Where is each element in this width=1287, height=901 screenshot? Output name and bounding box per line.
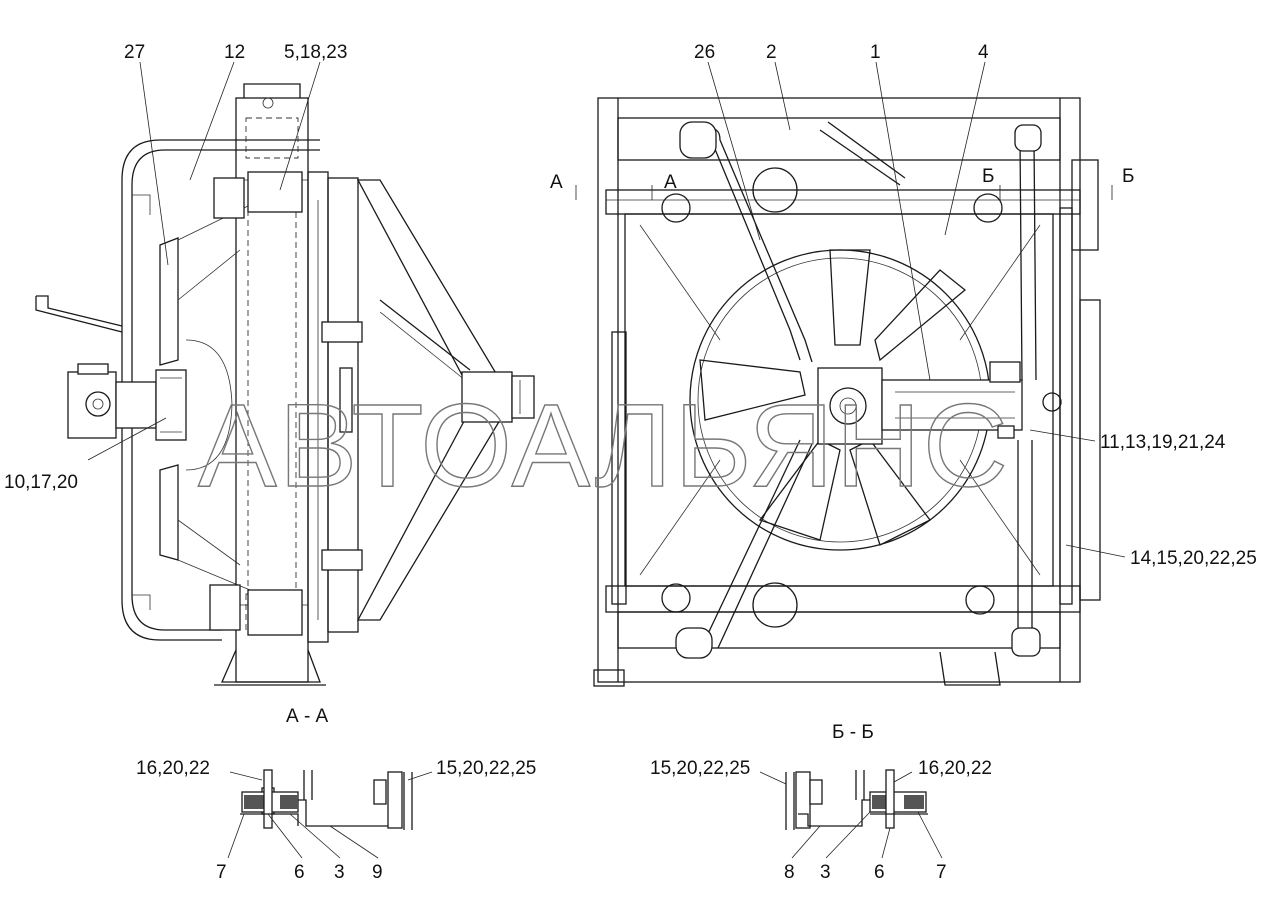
callout-14-15-20-22-25: 14,15,20,22,25 [1130,548,1257,569]
aa-callout-15-20-22-25: 15,20,22,25 [436,758,536,779]
callout-26: 26 [694,42,715,63]
callout-11-13-19-21-24: 11,13,19,21,24 [1100,432,1226,453]
front-view [593,97,1101,687]
bb-callout-6: 6 [874,862,885,883]
section-title-a-a: А - А [286,706,329,727]
section-mark-b-right: Б [1122,166,1134,187]
hydraulic-motor [67,371,117,439]
bb-callout-7: 7 [936,862,947,883]
callout-labels: 27 12 5,18,23 26 2 1 4 10,17,20 11,13,19… [4,42,1257,883]
bb-callout-3: 3 [820,862,831,883]
section-mark-a-left: А [550,172,563,193]
watermark: АВТОАЛЬЯНС [198,380,1010,512]
side-view [35,83,535,686]
bb-callout-8: 8 [784,862,795,883]
callout-4: 4 [978,42,989,63]
section-mark-a-right: А [664,172,677,193]
aa-callout-6: 6 [294,862,305,883]
callout-12: 12 [224,42,245,63]
bb-callout-15-20-22-25: 15,20,22,25 [650,758,750,779]
section-mark-b-left: Б [982,166,994,187]
section-b-b [785,769,928,830]
callout-1: 1 [870,42,881,63]
callout-10-17-20: 10,17,20 [4,472,78,493]
aa-callout-3: 3 [334,862,345,883]
section-title-b-b: Б - Б [832,722,874,743]
leader-lines [87,61,1126,859]
callout-5-18-23: 5,18,23 [284,42,347,63]
callout-2: 2 [766,42,777,63]
aa-callout-7: 7 [216,862,227,883]
bb-callout-16-20-22: 16,20,22 [918,758,992,779]
section-a-a [240,769,413,830]
callout-27: 27 [124,42,145,63]
aa-callout-9: 9 [372,862,383,883]
aa-callout-16-20-22: 16,20,22 [136,758,210,779]
